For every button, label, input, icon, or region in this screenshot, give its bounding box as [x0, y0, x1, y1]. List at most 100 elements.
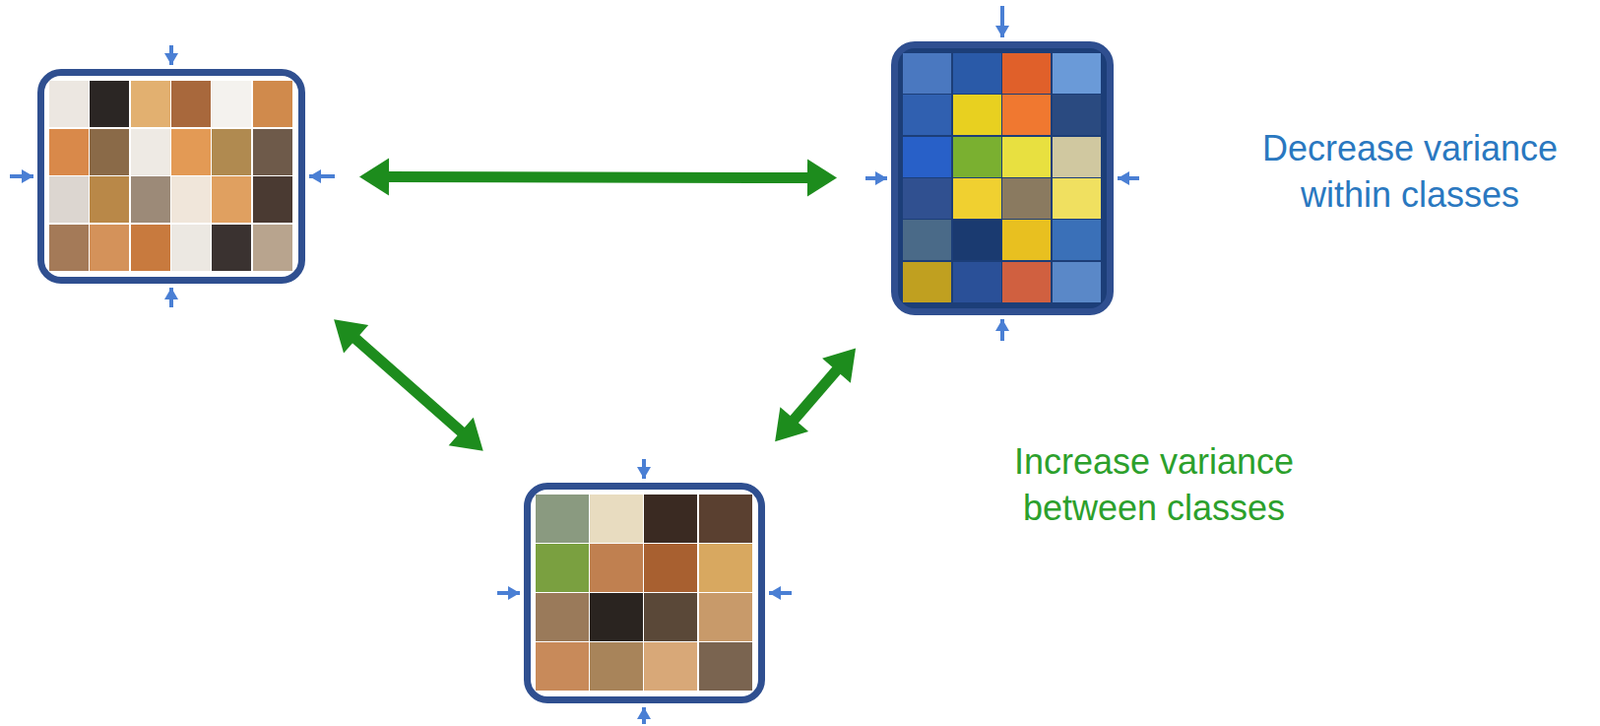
photo-tile: [1002, 136, 1051, 178]
photo-tile: [211, 224, 252, 271]
photo-tile: [1052, 178, 1101, 219]
photo-tile: [953, 94, 1002, 135]
arrow-head: [774, 406, 809, 442]
arrow-shaft: [386, 177, 810, 179]
photo-tile: [253, 128, 293, 176]
inward-arrow: [497, 590, 520, 595]
photo-tile: [902, 53, 952, 94]
photo-ground: [44, 75, 299, 277]
fish-photo-collage: [897, 48, 1107, 309]
photo-tile: [535, 592, 589, 641]
photo-tile: [953, 136, 1002, 178]
inward-arrow: [9, 174, 34, 179]
photo-tile: [130, 224, 171, 271]
photo-tile: [130, 128, 171, 176]
photo-tile: [130, 80, 171, 128]
annotation-text: Decrease variance within classes: [1232, 126, 1588, 219]
photo-tile: [253, 80, 293, 128]
cat-photo-collage: [44, 75, 299, 277]
photo-tile: [535, 494, 589, 543]
photo-tile: [1052, 53, 1101, 94]
double-arrow: [359, 158, 837, 197]
photo-tile: [171, 224, 211, 271]
image-class-box: [523, 482, 766, 704]
photo-tile: [89, 224, 129, 271]
photo-tile: [1002, 219, 1051, 260]
annotation-text: Increase variance between classes: [976, 439, 1332, 532]
photo-tile: [902, 94, 952, 135]
photo-tile: [902, 219, 952, 260]
inward-arrow: [1000, 319, 1005, 341]
photo-tile: [89, 176, 129, 223]
inward-arrow: [865, 176, 888, 181]
photo-tile: [89, 80, 129, 128]
photo-tile: [1002, 178, 1051, 219]
photo-tile: [253, 224, 293, 271]
photo-tile: [211, 176, 252, 223]
photo-tile: [699, 543, 753, 592]
photo-tile: [1052, 261, 1101, 303]
arrow-head: [333, 319, 369, 353]
arrow-head: [359, 158, 389, 196]
photo-tile: [49, 224, 89, 271]
photo-tile: [643, 543, 698, 592]
arrow-shaft: [792, 369, 837, 421]
arrow-head: [448, 417, 484, 451]
photo-tile: [171, 176, 211, 223]
photo-tile: [902, 261, 952, 303]
inward-arrow: [169, 45, 174, 65]
inward-arrows: [9, 5, 1140, 724]
photo-tile: [643, 641, 698, 691]
inward-arrow: [768, 590, 792, 595]
photo-tile: [49, 176, 89, 223]
inward-arrow: [1117, 176, 1140, 181]
double-arrow: [774, 348, 856, 443]
inward-arrow: [1000, 5, 1005, 38]
photo-tile: [643, 592, 698, 641]
photo-tile: [699, 592, 753, 641]
photo-tile: [1002, 53, 1051, 94]
image-class-box: [37, 68, 306, 284]
inward-arrow: [309, 174, 335, 179]
photo-tile: [211, 128, 252, 176]
photo-tile: [902, 178, 952, 219]
photo-tile: [1002, 94, 1051, 135]
photo-tile: [171, 80, 211, 128]
inward-arrow: [169, 287, 174, 308]
photo-tile: [589, 543, 643, 592]
inward-arrow: [641, 706, 646, 724]
photo-tile: [211, 80, 252, 128]
photo-tile: [589, 641, 643, 691]
photo-tile: [643, 494, 698, 543]
image-class-box: [891, 41, 1114, 316]
photo-tile: [89, 128, 129, 176]
photo-tile: [953, 261, 1002, 303]
photo-tile: [1052, 94, 1101, 135]
inward-arrow: [641, 458, 646, 479]
arrow-head: [807, 159, 837, 197]
arrow-shaft: [354, 337, 463, 433]
photo-tile: [535, 641, 589, 691]
photo-tile: [171, 128, 211, 176]
photo-tile: [589, 592, 643, 641]
photo-tile: [699, 494, 753, 543]
photo-ground: [530, 489, 759, 697]
photo-tile: [1052, 136, 1101, 178]
photo-tile: [953, 178, 1002, 219]
photo-tile: [902, 136, 952, 178]
dog-photo-collage: [530, 489, 759, 697]
photo-tile: [253, 176, 293, 223]
photo-tile: [130, 176, 171, 223]
photo-tile: [953, 53, 1002, 94]
photo-tile: [1052, 219, 1101, 260]
photo-tile: [699, 641, 753, 691]
photo-tile: [953, 219, 1002, 260]
arrow-head: [822, 348, 856, 384]
photo-tile: [49, 128, 89, 176]
photo-tile: [535, 543, 589, 592]
photo-ground: [897, 48, 1107, 309]
photo-tile: [1002, 261, 1051, 303]
